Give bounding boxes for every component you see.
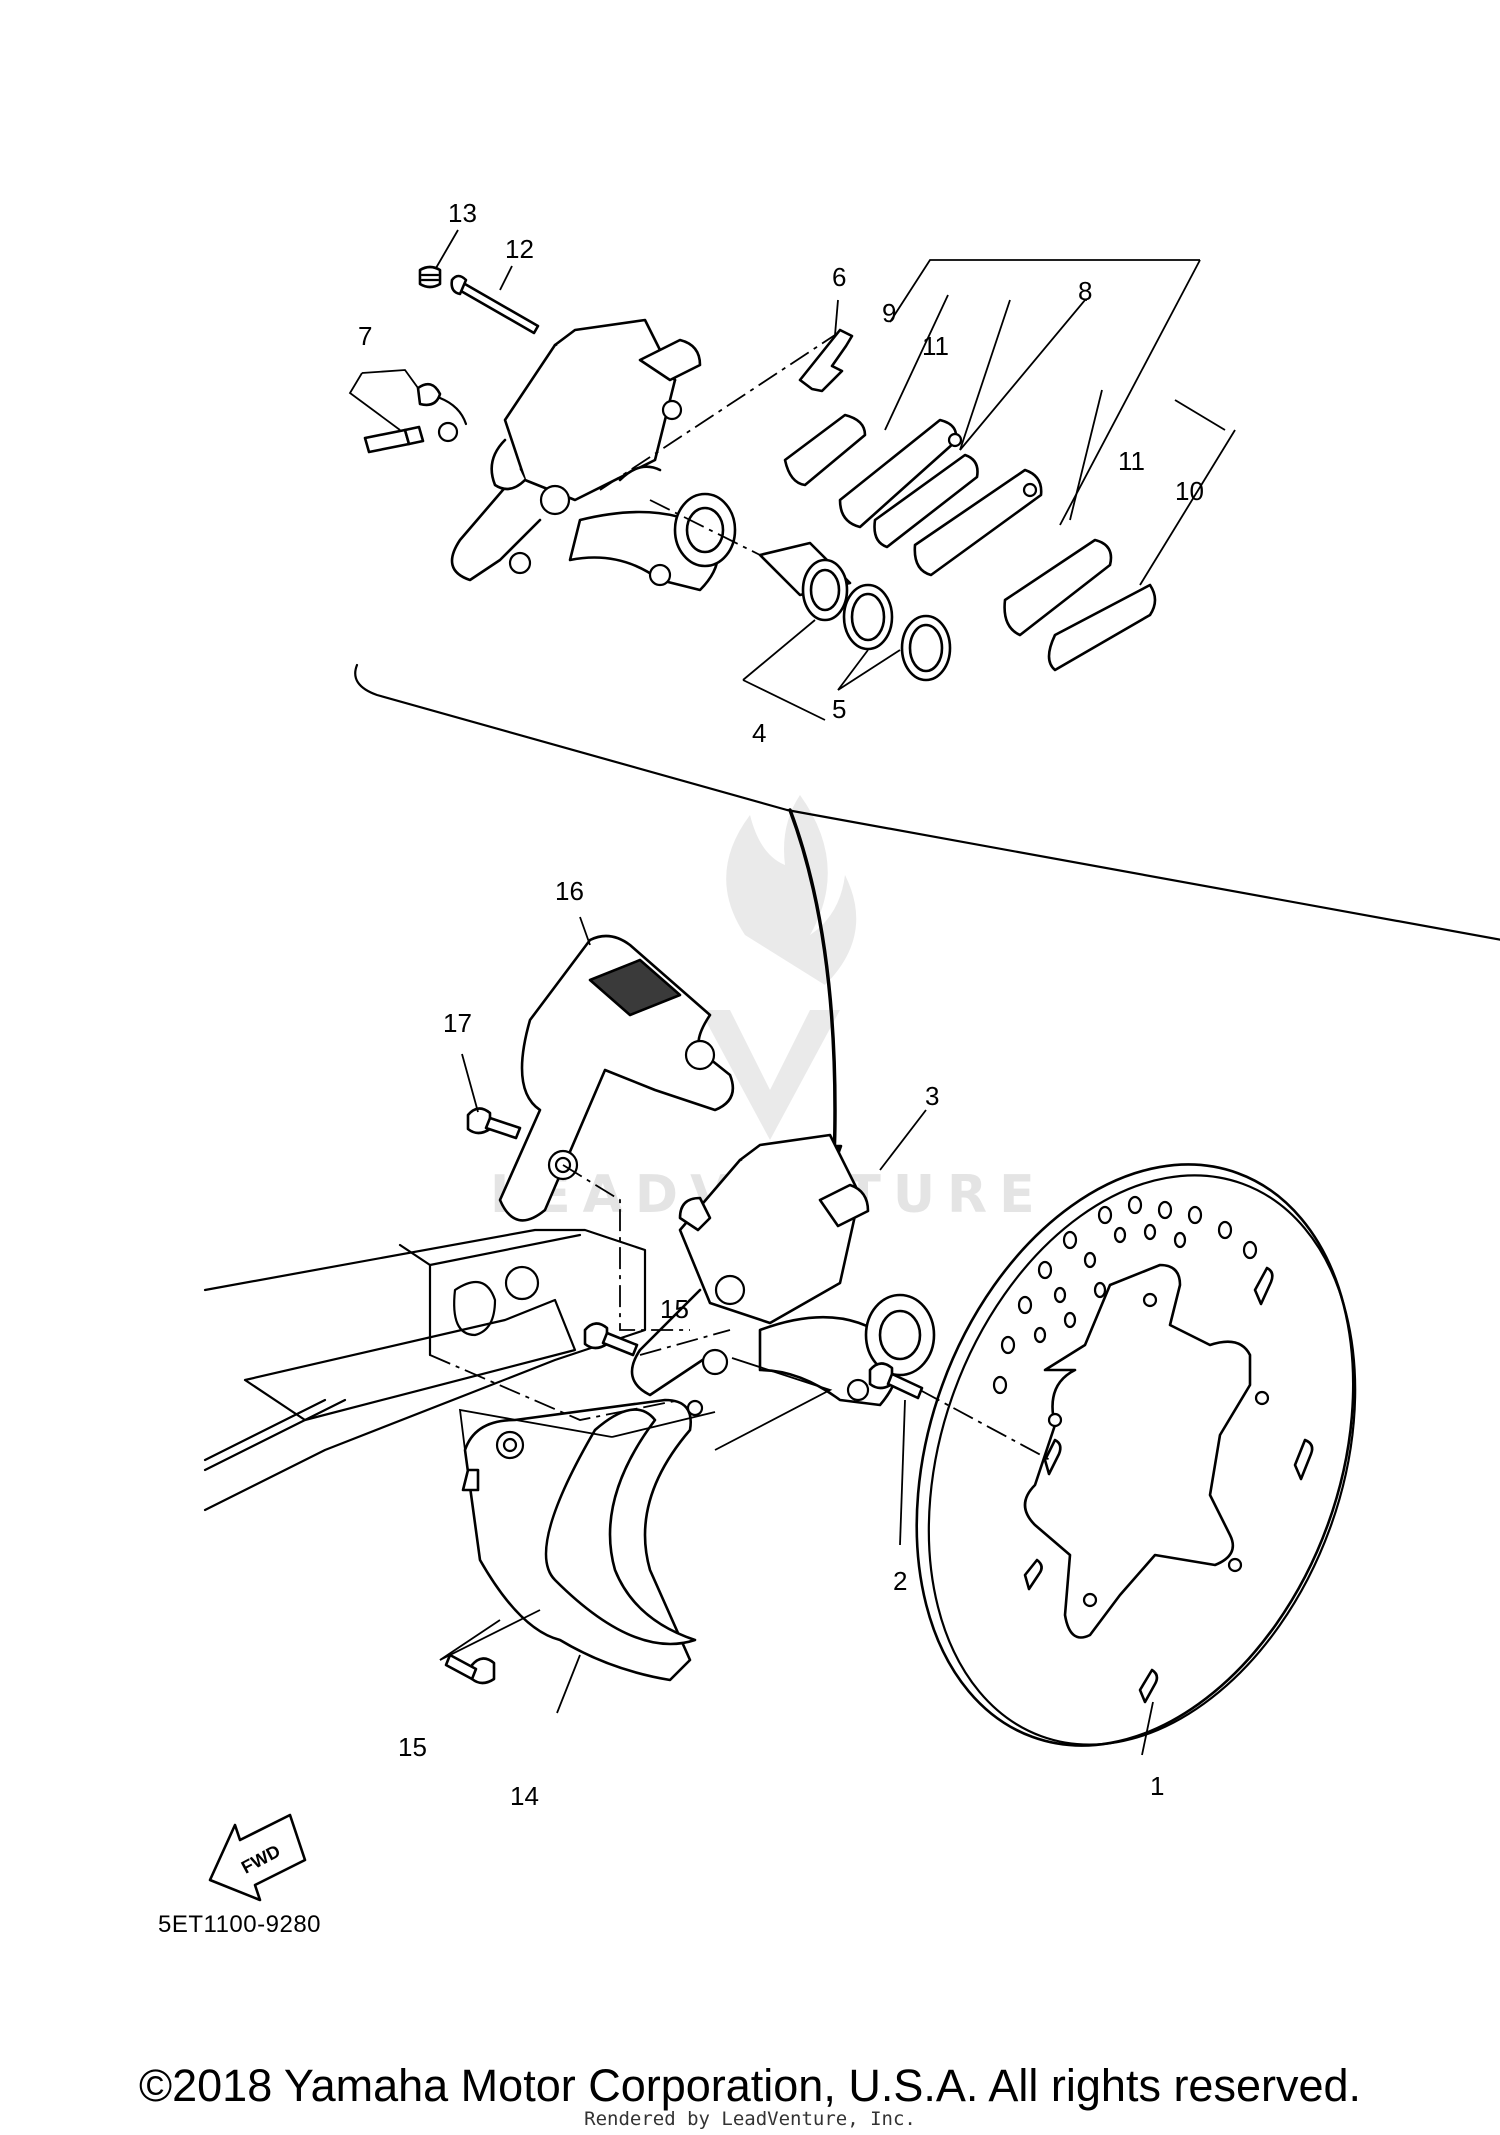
pad-8b bbox=[913, 468, 1043, 577]
disc-bolt bbox=[868, 1362, 924, 1400]
callout-9: 9 bbox=[882, 298, 896, 328]
disc-guard-bolt bbox=[444, 1322, 639, 1685]
caliper-assembly bbox=[630, 1133, 936, 1407]
callout-3: 3 bbox=[925, 1081, 939, 1111]
callout-12: 12 bbox=[505, 234, 534, 264]
disc-holes bbox=[992, 1195, 1258, 1395]
bleed-screw bbox=[363, 382, 468, 454]
pad-support-spring bbox=[798, 328, 854, 393]
caliper-piston bbox=[758, 541, 852, 622]
swingarm bbox=[203, 1228, 647, 1512]
callout-2: 2 bbox=[893, 1566, 907, 1596]
diagram-code: 5ET1100-9280 bbox=[158, 1911, 321, 1938]
exploded-view-brace bbox=[354, 663, 1500, 941]
callout-17: 17 bbox=[443, 1008, 472, 1038]
brake-pad-kit bbox=[783, 413, 1157, 672]
rendered-by-credit: Rendered by LeadVenture, Inc. bbox=[584, 2108, 916, 2130]
callout-16: 16 bbox=[555, 876, 584, 906]
piston-axis bbox=[649, 499, 761, 556]
copyright-notice: ©2018 Yamaha Motor Corporation, U.S.A. A… bbox=[138, 2060, 1362, 2111]
callout-1: 1 bbox=[1150, 1771, 1164, 1801]
lower-leader-lines bbox=[439, 916, 1154, 1756]
callout-14: 14 bbox=[510, 1781, 539, 1811]
pad-shim-9 bbox=[783, 413, 867, 487]
callout-11b: 11 bbox=[1118, 446, 1145, 476]
callout-5: 5 bbox=[832, 694, 846, 724]
callout-11a: 11 bbox=[922, 331, 949, 361]
assembly-axis-upper bbox=[599, 334, 836, 491]
upper-leader-lines bbox=[348, 229, 1236, 721]
pad-shim-10 bbox=[1047, 583, 1157, 672]
fwd-arrow: FWD bbox=[208, 1813, 307, 1902]
callout-15a: 15 bbox=[660, 1294, 689, 1324]
caliper-piston-bore bbox=[673, 492, 737, 568]
caliper-bracket bbox=[498, 934, 735, 1222]
callout-4: 4 bbox=[752, 718, 766, 748]
assembly-axis-lines bbox=[429, 1164, 1051, 1461]
callout-8: 8 bbox=[1078, 276, 1092, 306]
callout-13: 13 bbox=[448, 198, 477, 228]
pad-pin-plug bbox=[418, 265, 442, 289]
callout-10: 10 bbox=[1175, 476, 1204, 506]
caliper-body bbox=[450, 318, 720, 592]
bracket-bolt bbox=[466, 1107, 522, 1140]
brake-disc bbox=[915, 1163, 1357, 1747]
callout-labels: 13 12 7 6 9 11 8 11 10 4 5 16 17 3 15 2 … bbox=[358, 198, 1204, 1811]
disc-guard bbox=[461, 1398, 704, 1682]
callout-6: 6 bbox=[832, 262, 846, 292]
callout-7: 7 bbox=[358, 321, 372, 351]
callout-15b: 15 bbox=[398, 1732, 427, 1762]
piston-seal-kit bbox=[842, 583, 952, 682]
caliper-exploded-assembly bbox=[348, 229, 1236, 721]
pad-pin bbox=[450, 274, 540, 335]
pad-insulator-11b bbox=[1003, 538, 1113, 637]
